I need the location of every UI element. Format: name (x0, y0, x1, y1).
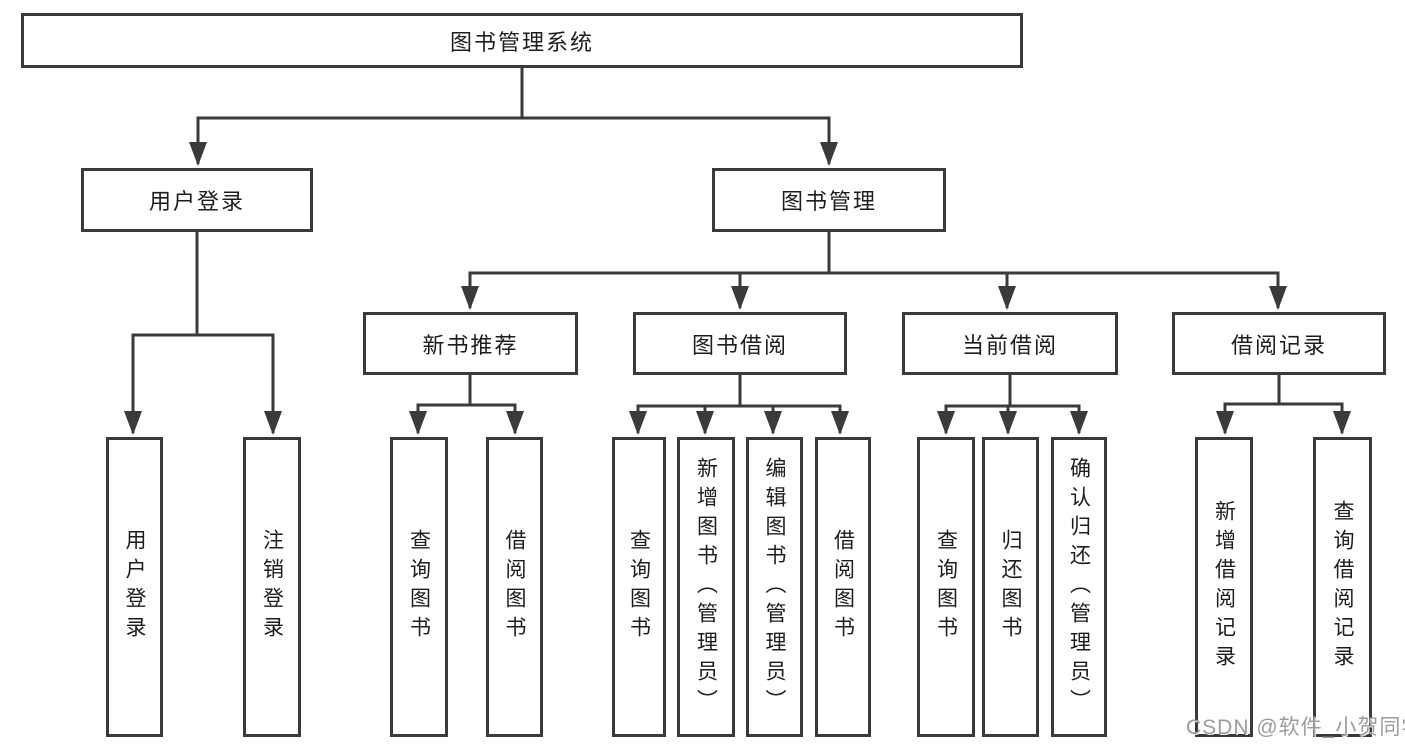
watermark: CSDN @软件_小贺同学 (1186, 716, 1405, 739)
leaf-borrow-books-label: 借阅图书 (831, 529, 855, 645)
node-borrowing-records: 借阅记录 (1172, 312, 1386, 375)
leaf-add-books-admin: 新增图书（管理员） (677, 437, 735, 737)
leaf-logout-label: 注销登录 (260, 529, 284, 645)
leaf-query-borrow-record: 查询借阅记录 (1313, 437, 1372, 737)
leaf-add-books-admin-label: 新增图书（管理员） (694, 456, 718, 718)
node-book-borrowing-label: 图书借阅 (691, 332, 788, 358)
leaf-query-books-recommend-label: 查询图书 (407, 529, 431, 645)
leaf-borrow-books-recommend-label: 借阅图书 (503, 529, 526, 645)
leaf-return-books: 归还图书 (982, 437, 1039, 737)
leaf-add-borrow-record: 新增借阅记录 (1195, 437, 1253, 737)
node-user-login-label: 用户登录 (148, 189, 245, 214)
leaf-logout: 注销登录 (243, 437, 301, 737)
node-current-borrowing: 当前借阅 (902, 312, 1118, 375)
node-new-book-recommendation-label: 新书推荐 (422, 332, 519, 358)
leaf-borrow-books-recommend: 借阅图书 (486, 437, 543, 737)
node-current-borrowing-label: 当前借阅 (961, 332, 1058, 358)
node-borrowing-records-label: 借阅记录 (1230, 332, 1327, 358)
leaf-user-login: 用户登录 (106, 437, 163, 737)
leaf-add-borrow-record-label: 新增借阅记录 (1212, 500, 1236, 674)
leaf-edit-books-admin: 编辑图书（管理员） (746, 437, 803, 737)
node-book-management-label: 图书管理 (780, 189, 877, 214)
node-book-borrowing: 图书借阅 (633, 312, 847, 375)
leaf-borrow-books: 借阅图书 (815, 437, 871, 737)
node-user-login: 用户登录 (81, 168, 313, 232)
leaf-return-books-label: 归还图书 (999, 529, 1022, 645)
node-library-management-system: 图书管理系统 (21, 13, 1023, 68)
leaf-query-books-borrow: 查询图书 (612, 437, 666, 737)
leaf-confirm-return-admin: 确认归还（管理员） (1051, 437, 1107, 737)
leaf-confirm-return-admin-label: 确认归还（管理员） (1067, 456, 1091, 718)
node-book-management: 图书管理 (712, 168, 946, 232)
leaf-edit-books-admin-label: 编辑图书（管理员） (763, 456, 786, 718)
leaf-query-books-current: 查询图书 (917, 437, 975, 737)
leaf-query-books-borrow-label: 查询图书 (627, 529, 651, 645)
leaf-user-login-label: 用户登录 (123, 529, 146, 645)
node-library-management-system-label: 图书管理系统 (449, 29, 594, 55)
leaf-query-books-recommend: 查询图书 (390, 437, 448, 737)
node-new-book-recommendation: 新书推荐 (363, 312, 578, 375)
leaf-query-books-current-label: 查询图书 (934, 529, 958, 645)
leaf-query-borrow-record-label: 查询借阅记录 (1331, 500, 1354, 674)
